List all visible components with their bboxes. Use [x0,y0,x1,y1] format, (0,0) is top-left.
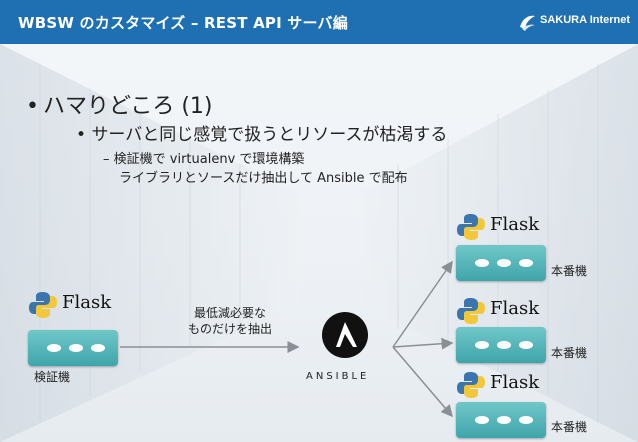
target-server [456,327,546,363]
bullet-level2: • サーバと同じ感覚で扱うとリソースが枯渇する [76,120,447,145]
target-server [456,245,546,281]
extract-note-line1: 最低減必要な [193,306,266,320]
arrow-to-target-2 [392,337,454,350]
bullet-dot: • [26,94,39,119]
bullet-level3: – 検証機で virtualenv で環境構築 ライブラリとソースだけ抽出して … [103,150,408,188]
arrow-to-target-3 [392,346,453,418]
python-flask-logo: Flask [456,370,546,400]
extract-note-line2: ものだけを抽出 [187,322,272,336]
python-flask-logo: Flask [456,212,546,242]
flask-word: Flask [490,214,540,235]
python-icon [457,372,485,398]
ansible-logo [322,312,368,358]
slide-title: WBSW のカスタマイズ – REST API サーバ編 [18,14,348,32]
target-server-label: 本番機 [551,264,588,278]
sakura-logo-icon [520,15,535,31]
bullet-level2-text: サーバと同じ感覚で扱うとリソースが枯渇する [91,125,448,145]
logo-text: SAKURA Internet [540,14,631,26]
bullet-level3-line1: – 検証機で virtualenv で環境構築 [103,152,305,167]
source-server-label: 検証機 [34,370,71,384]
source-server [28,330,118,366]
bullet-dot: • [76,125,92,145]
ansible-wordmark: ANSIBLE [306,371,370,382]
ansible-icon [336,322,357,347]
python-flask-logo: Flask [28,290,118,320]
flask-word: Flask [490,298,540,319]
python-icon [457,214,485,240]
bullet-level3-line2: ライブラリとソースだけ抽出して Ansible で配布 [119,171,408,186]
bullet-level1-text: ハマりどころ (1) [43,94,213,119]
flask-word: Flask [490,372,540,393]
header-bar: WBSW のカスタマイズ – REST API サーバ編 SAKURA Inte… [0,0,638,44]
arrow-to-target-1 [392,260,453,348]
flask-word: Flask [62,292,112,313]
target-server [456,402,546,438]
sakura-logo: SAKURA Internet [516,10,632,34]
server-indicator-icon [475,259,533,267]
python-icon [29,292,57,318]
server-indicator-icon [475,341,533,349]
extract-note: 最低減必要な ものだけを抽出 [180,305,280,337]
server-indicator-icon [475,416,533,424]
server-indicator-icon [47,344,105,352]
target-server-label: 本番機 [551,346,588,360]
python-flask-logo: Flask [456,296,546,326]
target-server-label: 本番機 [551,420,588,434]
bullet-level1: • ハマりどころ (1) [26,88,213,120]
python-icon [457,298,485,324]
